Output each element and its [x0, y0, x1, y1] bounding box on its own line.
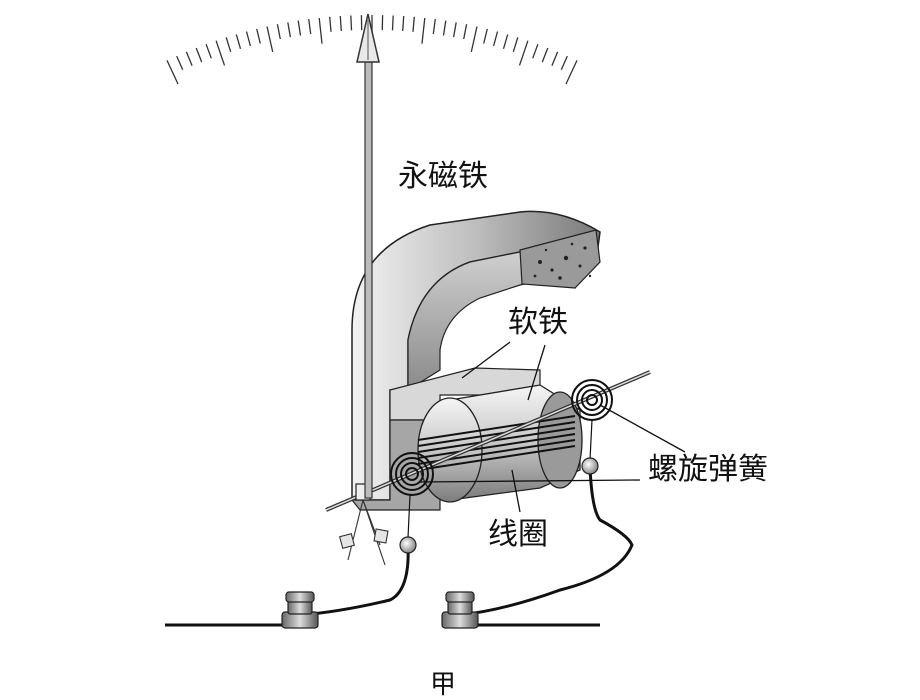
scale-major-tick [422, 18, 425, 44]
scale-minor-tick [247, 32, 251, 47]
scale-minor-tick [257, 29, 261, 44]
scale-minor-tick [177, 56, 183, 70]
scale-minor-tick [330, 17, 331, 32]
scale-minor-tick [484, 29, 488, 44]
scale-major-tick [267, 27, 273, 52]
scale-minor-tick [393, 16, 394, 31]
figure-mark: 甲 [430, 672, 456, 698]
scale-major-tick [471, 27, 477, 52]
spiral-spring-back [572, 380, 612, 420]
label-permanent-magnet: 永磁铁 [398, 162, 488, 192]
scale-minor-tick [504, 34, 508, 48]
scale-minor-tick [309, 19, 311, 34]
scale-major-tick [319, 18, 322, 44]
scale-minor-tick [298, 21, 300, 36]
scale-major-tick [167, 60, 178, 84]
scale-minor-tick [351, 16, 352, 31]
scale-minor-tick [542, 48, 548, 62]
label-coil: 线圈 [488, 520, 548, 550]
scale-minor-tick [196, 48, 202, 62]
scale-minor-tick [533, 44, 538, 58]
scale-minor-tick [226, 37, 231, 51]
terminal-ball-right [582, 458, 598, 474]
scale-minor-tick [236, 34, 240, 48]
scale-minor-tick [454, 22, 457, 37]
scale-minor-tick [464, 24, 467, 39]
scale-minor-tick [433, 19, 435, 34]
scale-minor-tick [444, 21, 446, 36]
scale-minor-tick [340, 16, 341, 31]
scale-minor-tick [288, 22, 291, 37]
scale-minor-tick [206, 44, 211, 58]
scale-minor-tick [403, 16, 404, 31]
scale-minor-tick [277, 24, 280, 39]
scale-minor-tick [552, 52, 558, 66]
label-spiral-spring: 螺旋弹簧 [648, 455, 768, 485]
scale-minor-tick [494, 32, 498, 47]
label-soft-iron: 软铁 [508, 308, 568, 338]
binding-post-left [282, 592, 318, 628]
scale-minor-tick [186, 52, 192, 66]
scale-major-tick [566, 60, 577, 84]
scale-minor-tick [513, 37, 518, 51]
binding-post-right [442, 592, 478, 628]
terminal-ball-left [400, 537, 416, 553]
leader-spring-1 [600, 405, 685, 452]
scale-major-tick [216, 41, 224, 66]
scale-minor-tick [413, 17, 414, 32]
scale-major-tick [520, 41, 528, 66]
scale-minor-tick [561, 56, 567, 70]
